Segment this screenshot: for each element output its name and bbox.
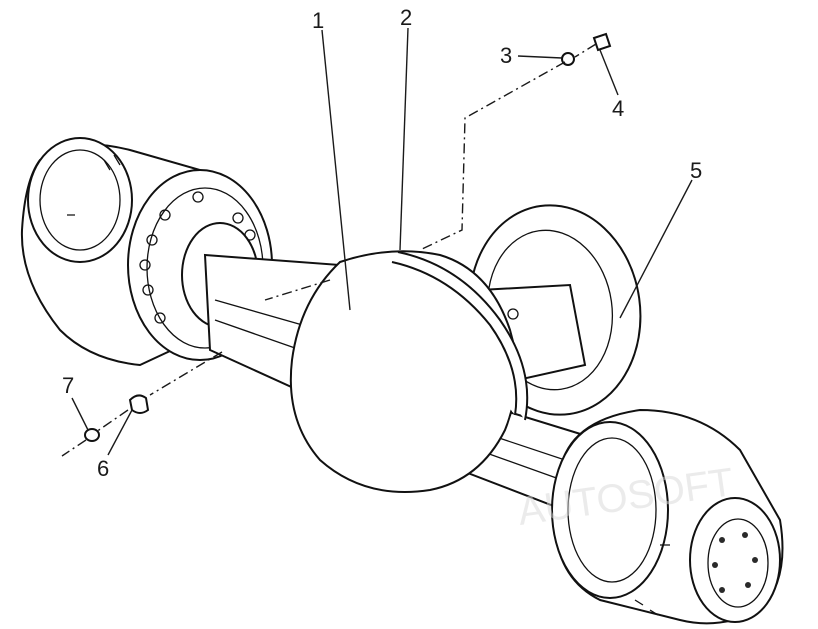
- callout-7: 7: [62, 373, 74, 398]
- callout-6: 6: [97, 456, 109, 481]
- right-hub-bolts: [712, 532, 758, 593]
- callout-4: 4: [612, 96, 624, 121]
- assembly-lines: [61, 43, 597, 457]
- leader-lines: [71, 27, 693, 456]
- callout-5: 5: [690, 158, 702, 183]
- left-hub-bolts: [139, 191, 256, 324]
- callout-1: 1: [312, 8, 324, 33]
- breather-parts: [561, 32, 612, 66]
- callout-2: 2: [400, 5, 412, 30]
- right-wheel-hub: [551, 408, 784, 625]
- callout-numbers: 1 2 3 4 5 6 7: [62, 5, 702, 481]
- callout-3: 3: [500, 43, 512, 68]
- drain-plug-parts: [84, 394, 150, 442]
- differential-housing: [289, 250, 529, 493]
